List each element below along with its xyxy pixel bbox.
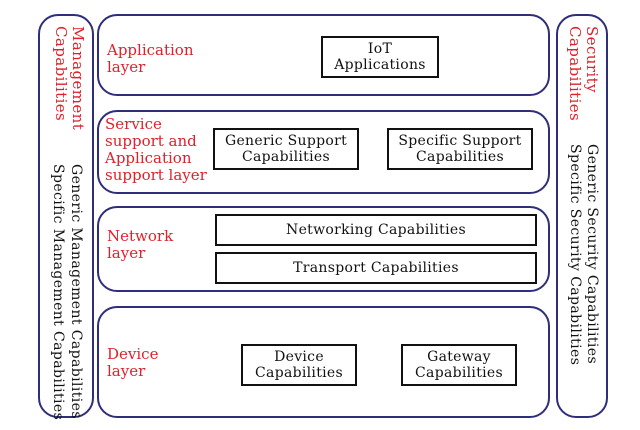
device-capabilities-box: Device Capabilities [241, 344, 357, 386]
management-capabilities-panel: Management Capabilities Generic Manageme… [38, 14, 94, 421]
specific-support-capabilities-box: Specific Support Capabilities [387, 128, 533, 170]
management-title-line1: Management [69, 26, 87, 131]
security-title-line2: Capabilities [566, 26, 584, 122]
iot-applications-box: IoT Applications [321, 36, 439, 78]
management-title-line2: Capabilities [52, 26, 70, 122]
service-support-layer-label: Service support and Application support … [105, 115, 207, 184]
network-layer-label: Network layer [107, 227, 174, 262]
service-support-layer-panel: Service support and Application support … [97, 110, 550, 194]
specific-management-capabilities: Specific Management Capabilities [50, 164, 66, 421]
networking-capabilities-box: Networking Capabilities [215, 214, 537, 246]
network-layer-panel: Network layer Networking Capabilities Tr… [97, 206, 550, 292]
security-title-line1: Security [583, 26, 601, 93]
security-capabilities-panel: Security Capabilities Generic Security C… [556, 14, 608, 418]
gateway-capabilities-box: Gateway Capabilities [401, 344, 517, 386]
device-layer-label: Device layer [107, 345, 159, 380]
generic-support-capabilities-box: Generic Support Capabilities [213, 128, 359, 170]
generic-management-capabilities: Generic Management Capabilities [68, 164, 84, 419]
transport-capabilities-box: Transport Capabilities [215, 252, 537, 284]
specific-security-capabilities: Specific Security Capabilities [567, 144, 583, 366]
application-layer-panel: Application layer IoT Applications [97, 14, 550, 96]
application-layer-label: Application layer [107, 41, 194, 76]
device-layer-panel: Device layer Device Capabilities Gateway… [97, 306, 550, 418]
generic-security-capabilities: Generic Security Capabilities [584, 144, 600, 365]
